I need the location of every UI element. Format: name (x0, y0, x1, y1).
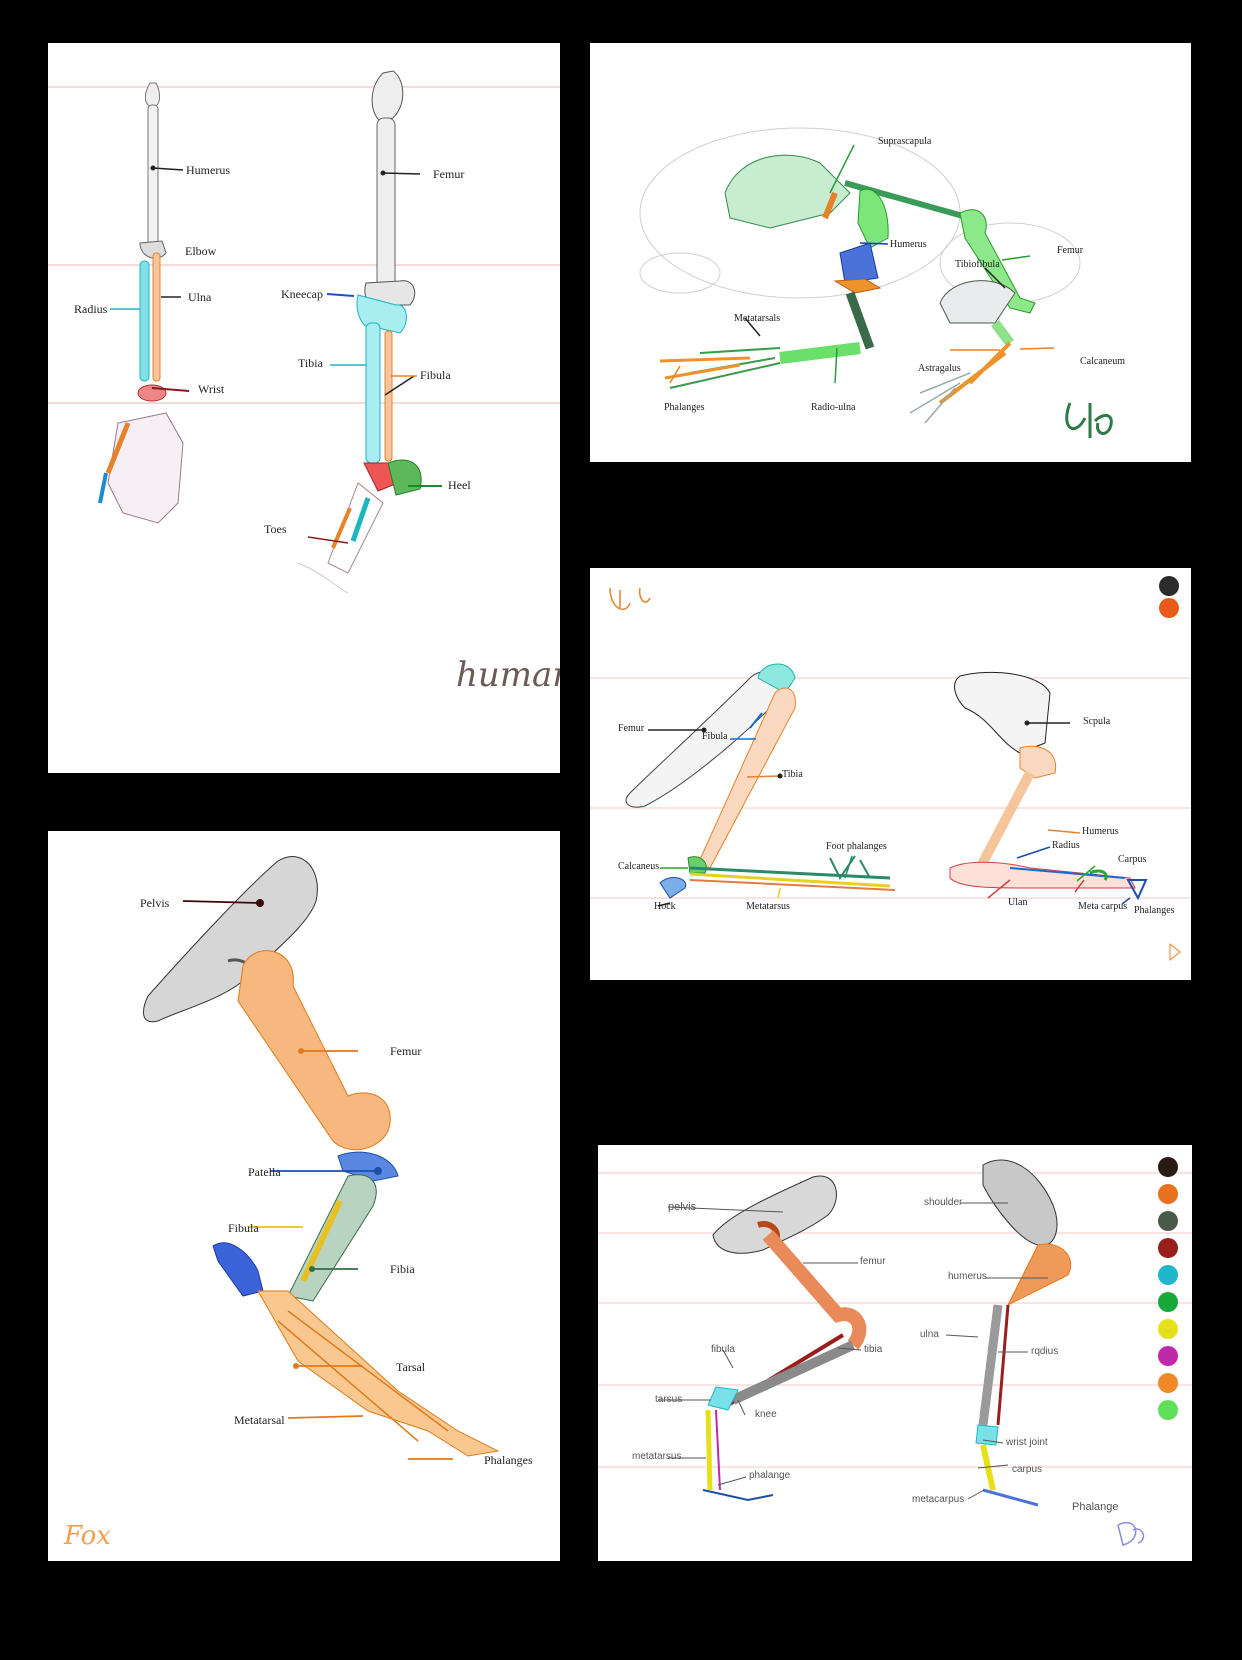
signature-human: human (456, 655, 560, 695)
label-pelvis: Pelvis (140, 896, 170, 910)
label-scapula: Scpula (1083, 716, 1111, 727)
palette-color-dark-brown[interactable] (1158, 1157, 1178, 1177)
label-fibula: Fibula (420, 368, 451, 382)
panel-fox: Pelvis Femur Patella Fibula Fibia Tarsal… (48, 831, 560, 1561)
dog-skeleton-drawing (598, 1159, 1192, 1546)
label-rabbit-radius: Radius (1052, 840, 1080, 851)
palette-color-orange[interactable] (1158, 1184, 1178, 1204)
label-dog-shoulder: shoulder (924, 1197, 963, 1208)
label-ulan: Ulan (1008, 897, 1028, 908)
panel-frog: Suprascapula Humerus Tibiofibula Femur M… (590, 43, 1191, 462)
palette-color-magenta[interactable] (1158, 1346, 1178, 1366)
palette-color-gray-green[interactable] (1158, 1211, 1178, 1231)
label-dog-tibia: tibia (864, 1344, 883, 1355)
label-dog-phalange-front: Phalange (1072, 1501, 1119, 1513)
label-dog-knee: knee (755, 1409, 777, 1420)
label-dog-radius: rqdius (1031, 1346, 1059, 1357)
label-metatarsals: Metatarsals (734, 313, 781, 324)
label-dog-pelvis: pelvis (668, 1201, 697, 1213)
rabbit-skeleton-drawing (590, 587, 1191, 962)
label-rabbit-femur: Femur (618, 723, 645, 734)
label-frog-humerus: Humerus (890, 239, 927, 250)
label-dog-tarsus: tarsus (655, 1394, 683, 1405)
label-radio-ulna: Radio-ulna (811, 402, 856, 413)
panel-rabbit: Femur Fibula Tibia Scpula Humerus Radius… (590, 568, 1191, 980)
label-suprascapula: Suprascapula (878, 136, 932, 147)
palette-dot-2[interactable] (1159, 598, 1179, 618)
label-rabbit-fibula: Fibula (702, 731, 728, 742)
label-elbow: Elbow (185, 244, 217, 258)
label-patella: Patella (248, 1165, 281, 1179)
label-kneecap: Kneecap (281, 287, 323, 301)
label-dog-fibula: fibula (711, 1344, 735, 1355)
label-radius: Radius (74, 302, 108, 316)
label-foot-phalanges: Foot phalanges (826, 841, 887, 852)
palette-color-red[interactable] (1158, 1238, 1178, 1258)
label-humerus: Humerus (186, 163, 230, 177)
label-dog-carpus: carpus (1012, 1464, 1043, 1475)
panel-dog: pelvis femur tibia fibula tarsus knee me… (598, 1145, 1192, 1561)
label-rabbit-humerus: Humerus (1082, 826, 1119, 837)
label-dog-phalange: phalange (749, 1470, 791, 1481)
palette-dot-1[interactable] (1159, 576, 1179, 596)
label-fox-phalanges: Phalanges (484, 1453, 533, 1467)
label-wrist: Wrist (198, 382, 225, 396)
label-tarsal: Tarsal (396, 1360, 426, 1374)
label-fox-femur: Femur (390, 1044, 422, 1058)
human-skeleton-drawing (48, 70, 560, 594)
label-tibiofibula: Tibiofibula (955, 259, 1000, 270)
signature-fox: Fox (64, 1521, 111, 1551)
label-dog-ulna: ulna (920, 1329, 939, 1340)
label-rabbit-metatarsus: Metatarsus (746, 901, 790, 912)
label-dog-metacarpus: metacarpus (912, 1494, 965, 1505)
label-dog-femur: femur (860, 1256, 886, 1267)
label-fox-metatarsal: Metatarsal (234, 1413, 285, 1427)
label-astragalus: Astragalus (918, 363, 961, 374)
label-rabbit-tibia: Tibia (782, 769, 803, 780)
label-heel: Heel (448, 478, 471, 492)
label-tibia: Tibia (298, 356, 323, 370)
label-dog-wrist-joint: wrist joint (1006, 1437, 1048, 1448)
label-calcaneum: Calcaneum (1080, 356, 1125, 367)
label-fibia: Fibia (390, 1262, 415, 1276)
label-calcaneus: Calcaneus (618, 861, 660, 872)
label-fox-fibula: Fibula (228, 1221, 259, 1235)
panel-human: Humerus Elbow Radius Ulna Wrist Femur Kn… (48, 43, 560, 773)
palette-color-light-orange[interactable] (1158, 1373, 1178, 1393)
label-dog-metatarsus: metatarsus (632, 1451, 682, 1462)
label-frog-femur: Femur (1057, 245, 1084, 256)
palette-color-green[interactable] (1158, 1292, 1178, 1312)
palette-color-lime[interactable] (1158, 1400, 1178, 1420)
label-ulna: Ulna (188, 290, 212, 304)
palette-color-yellow[interactable] (1158, 1319, 1178, 1339)
palette-color-cyan[interactable] (1158, 1265, 1178, 1285)
label-toes: Toes (264, 522, 287, 536)
frog-skeleton-drawing (639, 127, 1113, 438)
fox-skeleton-drawing (143, 856, 500, 1460)
label-hock: Hock (654, 901, 676, 912)
label-rabbit-carpus: Carpus (1118, 854, 1147, 865)
label-frog-phalanges: Phalanges (664, 402, 705, 413)
label-femur: Femur (433, 167, 465, 181)
label-rabbit-phalanges: Phalanges (1134, 905, 1175, 916)
label-meta-carpus: Meta carpus (1078, 901, 1128, 912)
label-dog-humerus: humerus (948, 1271, 987, 1282)
